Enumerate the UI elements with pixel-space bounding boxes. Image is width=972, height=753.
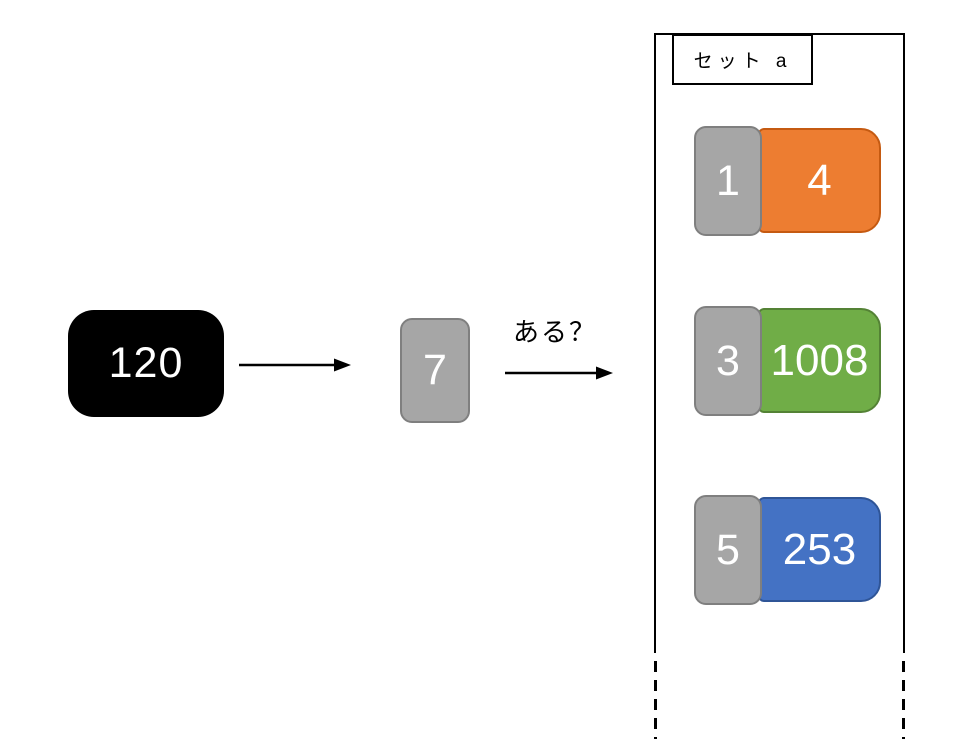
entry-value-box: 1008 [758, 308, 881, 413]
set-entry: 4 1 [694, 126, 881, 236]
entry-key-box: 5 [694, 495, 762, 605]
entry-key-label: 3 [716, 336, 740, 385]
entry-value-label: 1008 [770, 335, 869, 385]
entry-key-label: 5 [716, 525, 740, 574]
set-entry: 253 5 [694, 495, 881, 605]
hash-value-label: 7 [423, 346, 447, 394]
hash-value-box: 7 [400, 318, 470, 423]
entry-value-box: 253 [758, 497, 881, 602]
entry-key-label: 1 [716, 156, 740, 205]
set-container-dashed-right-edge [902, 661, 905, 739]
set-container-dashed-left-edge [654, 661, 657, 739]
entry-value-label: 253 [782, 524, 857, 574]
input-value-box: 120 [68, 310, 224, 417]
question-label: ある？ [512, 316, 597, 347]
entry-value-label: 4 [807, 155, 832, 205]
entry-key-box: 1 [694, 126, 762, 236]
entry-value-box: 4 [758, 128, 881, 233]
set-title: セット a [672, 34, 813, 85]
arrow-right-icon [239, 358, 351, 372]
arrow-right-icon [505, 366, 613, 380]
set-entry: 1008 3 [694, 306, 881, 416]
entry-key-box: 3 [694, 306, 762, 416]
input-value-label: 120 [108, 339, 184, 387]
